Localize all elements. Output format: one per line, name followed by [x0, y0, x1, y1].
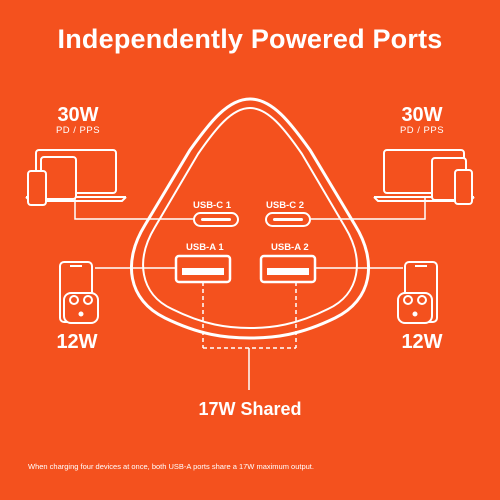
charger-outline-inner [142, 106, 358, 330]
left-top-protocol: PD / PPS [55, 125, 101, 136]
usb-a1-label: USB-A 1 [186, 242, 224, 253]
earbuds-case-icon [397, 292, 433, 324]
earbuds-case-icon [63, 292, 99, 324]
usb-c1-label: USB-C 1 [193, 200, 232, 211]
charger-outline-outer [129, 97, 371, 340]
right-bottom-watt: 12W [401, 331, 443, 353]
footnote: When charging four devices at once, both… [28, 462, 314, 471]
usb-c2-label: USB-C 2 [266, 200, 305, 211]
usb-a2-label: USB-A 2 [271, 242, 309, 253]
right-top-watt: 30W [401, 104, 443, 126]
page-title: Independently Powered Ports [57, 24, 443, 54]
phone-icon [27, 170, 47, 206]
left-bottom-watt: 12W [56, 331, 98, 353]
right-top-protocol: PD / PPS [399, 125, 445, 136]
phone-icon [454, 169, 473, 205]
usb-a2-port [259, 254, 317, 284]
shared-label: 17W Shared [198, 399, 302, 419]
left-top-watt: 30W [57, 104, 99, 126]
